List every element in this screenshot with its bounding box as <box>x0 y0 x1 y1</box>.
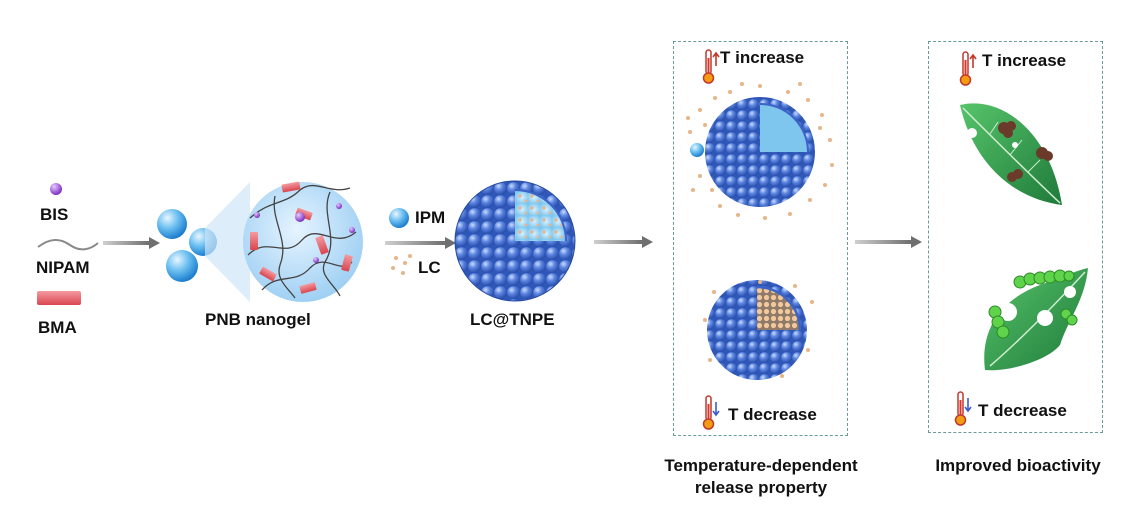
thermometer-down-icon-1 <box>702 395 720 430</box>
release-caption: Temperature-dependent release property <box>630 455 892 499</box>
retained-lc-dots <box>703 280 814 378</box>
bma-label: BMA <box>38 318 77 337</box>
thermometer-up-icon-2 <box>959 51 977 86</box>
nanogel-label: PNB nanogel <box>205 310 311 329</box>
retained-particle <box>707 280 807 380</box>
ipm-droplet-icon <box>389 208 409 228</box>
damaged-leaf <box>984 268 1088 371</box>
release-caption-line2: release property <box>694 478 828 497</box>
product-label: LC@TNPE <box>470 310 555 329</box>
nipam-label: NIPAM <box>36 258 90 277</box>
nipam-chain-icon <box>37 239 99 251</box>
arrow-2 <box>385 237 456 249</box>
release-panel-frame <box>673 41 848 436</box>
release-caption-line1: Temperature-dependent <box>664 456 858 475</box>
release-bottom-label: T decrease <box>728 405 817 424</box>
released-particle <box>690 97 815 207</box>
bis-bead-icon <box>50 183 62 195</box>
nanogel-zoom-view <box>243 181 363 302</box>
thermometer-up-icon-1 <box>702 49 720 84</box>
thermometer-down-icon-2 <box>954 391 972 426</box>
release-top-label: T increase <box>720 48 805 67</box>
lc-tnpe-particle <box>454 180 576 302</box>
arrow-3 <box>594 236 653 248</box>
lc-particles-icon <box>391 254 412 275</box>
protected-leaf <box>960 103 1062 205</box>
arrow-4 <box>855 236 922 248</box>
bma-block-icon <box>37 291 81 305</box>
bio-bottom-label: T decrease <box>978 401 1067 420</box>
bio-caption: Improved bioactivity <box>935 456 1101 475</box>
zoom-cone <box>205 182 250 302</box>
ipm-label: IPM <box>415 208 446 227</box>
bio-top-label: T increase <box>982 51 1067 70</box>
bio-panel-frame <box>928 41 1103 433</box>
bis-label: BIS <box>40 205 69 224</box>
arrow-1 <box>103 237 160 249</box>
released-lc-dots <box>686 82 834 220</box>
lc-label: LC <box>418 258 441 277</box>
